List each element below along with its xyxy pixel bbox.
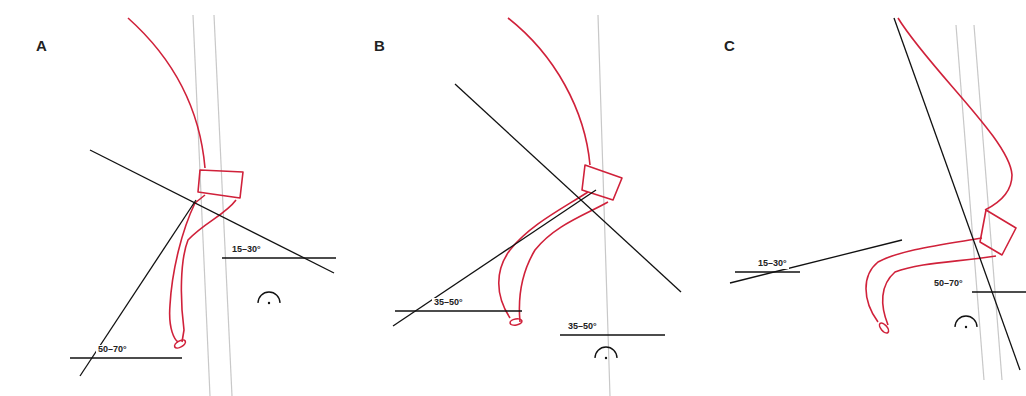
angle-label: 35–50° — [432, 298, 465, 308]
angle-label: 35–50° — [566, 322, 599, 332]
angle-label: 50–70° — [96, 345, 129, 355]
panel-letter: A — [34, 38, 49, 55]
angle-label: 15–30° — [756, 259, 789, 269]
panel-letter: C — [722, 38, 737, 55]
angle-label: 50–70° — [932, 279, 965, 289]
panel-letter: B — [372, 38, 387, 55]
angle-label: 15–30° — [230, 245, 263, 255]
